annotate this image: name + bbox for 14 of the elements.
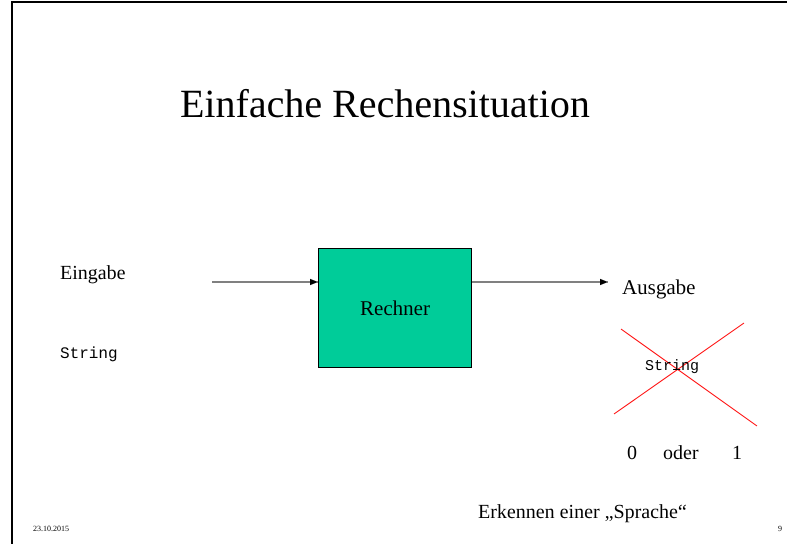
conjunction-text: oder [663, 443, 699, 463]
box-label: Rechner [360, 296, 430, 320]
note-text: Erkennen einer „Sprache“ [478, 502, 687, 522]
process-box [318, 248, 472, 368]
arrow [212, 278, 318, 286]
code-text: String [60, 346, 118, 362]
slide-title: Einfache Rechensituation [180, 84, 590, 124]
output-value: 0 [627, 443, 637, 463]
date-footer: 23.10.2015 [33, 525, 69, 533]
input-label: Eingabe [60, 263, 126, 283]
page-number: 9 [778, 525, 782, 533]
output-value: 1 [732, 443, 742, 463]
arrow [472, 278, 608, 286]
output-label: Ausgabe [622, 276, 710, 298]
